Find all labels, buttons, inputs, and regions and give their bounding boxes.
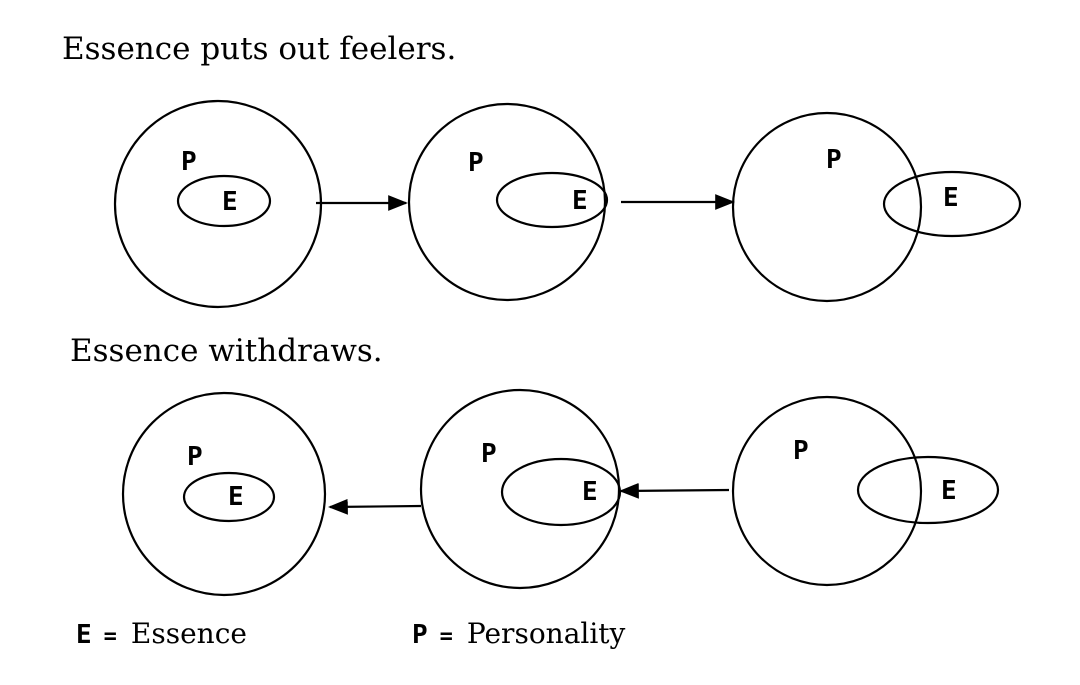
heading-feelers: Essence puts out feelers. <box>62 31 457 67</box>
personality-circle <box>731 111 923 303</box>
personality-circle <box>121 391 327 597</box>
personality-label: P <box>187 442 203 472</box>
essence-ellipse <box>495 171 609 229</box>
legend-essence-word: Essence <box>130 617 247 650</box>
arrow-withdraws-2 <box>619 482 730 499</box>
essence-ellipse <box>500 457 622 527</box>
personality-label: P <box>793 436 809 466</box>
legend-personality-word: Personality <box>466 617 626 650</box>
personality-circle <box>407 102 607 302</box>
legend-essence-symbol: E <box>76 620 92 650</box>
legend-essence: E = Essence <box>76 617 247 650</box>
arrow-withdraws-1 <box>328 498 422 515</box>
essence-label: E <box>582 477 598 507</box>
personality-label: P <box>826 145 842 175</box>
personality-circle <box>113 99 323 309</box>
essence-ellipse <box>882 170 1022 238</box>
feelers-stage-1: P E <box>113 99 323 309</box>
essence-ellipse <box>176 174 272 228</box>
legend-equals: = <box>103 624 117 649</box>
legend-personality: P = Personality <box>412 617 626 650</box>
essence-label: E <box>228 482 244 512</box>
personality-label: P <box>468 148 484 178</box>
personality-circle <box>731 395 923 587</box>
essence-label: E <box>941 476 957 506</box>
feelers-stage-3: P E <box>731 111 1022 303</box>
personality-label: P <box>181 147 197 177</box>
withdraws-stage-2: P E <box>419 388 622 590</box>
legend-equals: = <box>439 624 453 649</box>
essence-ellipse <box>182 471 276 523</box>
essence-label: E <box>222 187 238 217</box>
heading-withdraws: Essence withdraws. <box>70 333 383 369</box>
personality-label: P <box>481 439 497 469</box>
legend-personality-symbol: P <box>412 620 428 650</box>
feelers-stage-2: P E <box>407 102 609 302</box>
withdraws-stage-3: P E <box>731 395 1000 587</box>
essence-label: E <box>943 183 959 213</box>
withdraws-stage-1: P E <box>121 391 327 597</box>
essence-label: E <box>572 186 588 216</box>
essence-ellipse <box>856 455 1000 525</box>
